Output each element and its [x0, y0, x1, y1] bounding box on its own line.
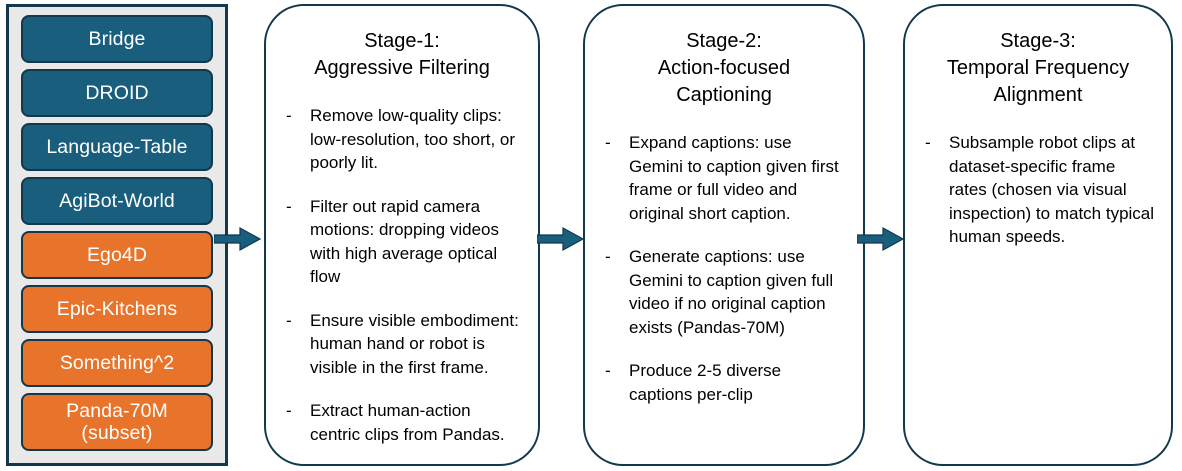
dataset-chip-epic-kitchens[interactable]: Epic-Kitchens [21, 285, 213, 333]
stage-2-bullet-list: - Expand captions: use Gemini to caption… [601, 131, 847, 406]
dataset-chip-droid[interactable]: DROID [21, 69, 213, 117]
bullet-text: Generate captions: use Gemini to caption… [629, 247, 834, 337]
bullet-marker: - [605, 133, 611, 152]
stage-3-bullet-list: - Subsample robot clips at dataset-speci… [921, 131, 1155, 249]
stage-1-title: Stage-1: Aggressive Filtering [314, 30, 490, 79]
arrow-stage2-to-stage3-icon [857, 226, 905, 252]
stage-card-1: Stage-1: Aggressive Filtering - Remove l… [264, 4, 540, 466]
bullet-marker: - [925, 133, 931, 152]
bullet-marker: - [605, 361, 611, 380]
bullet-marker: - [605, 247, 611, 266]
dataset-chip-panda-70m[interactable]: Panda-70M (subset) [21, 393, 213, 451]
dataset-list: Bridge DROID Language-Table AgiBot-World… [21, 15, 213, 451]
stage-3-title: Stage-3: Temporal Frequency Alignment [946, 30, 1130, 106]
dataset-chip-agibot-world[interactable]: AgiBot-World [21, 177, 213, 225]
bullet-marker: - [286, 106, 292, 125]
list-item: - Ensure visible embodiment: human hand … [286, 309, 522, 380]
arrow-datasets-to-stage1-icon [214, 226, 262, 252]
stage-card-3: Stage-3: Temporal Frequency Alignment - … [903, 4, 1173, 466]
stage-1-bullet-list: - Remove low-quality clips: low-resoluti… [282, 104, 522, 446]
stage-card-2: Stage-2: Action-focused Captioning - Exp… [583, 4, 865, 466]
list-item: - Remove low-quality clips: low-resoluti… [286, 104, 522, 175]
bullet-marker: - [286, 401, 292, 420]
list-item: - Extract human-action centric clips fro… [286, 399, 522, 446]
stage-2-title: Stage-2: Action-focused Captioning [657, 30, 791, 106]
arrow-stage1-to-stage2-icon [537, 226, 585, 252]
bullet-text: Extract human-action centric clips from … [310, 401, 505, 444]
bullet-text: Expand captions: use Gemini to caption g… [629, 133, 839, 223]
dataset-source-panel: Bridge DROID Language-Table AgiBot-World… [6, 4, 228, 466]
list-item: - Expand captions: use Gemini to caption… [605, 131, 847, 225]
bullet-text: Produce 2-5 diverse captions per-clip [629, 361, 782, 404]
bullet-marker: - [286, 310, 292, 330]
list-item: - Filter out rapid camera motions: dropp… [286, 195, 522, 289]
dataset-chip-something-v2[interactable]: Something^2 [21, 339, 213, 387]
bullet-text: Ensure visible embodiment: human hand or… [310, 310, 519, 377]
dataset-chip-language-table[interactable]: Language-Table [21, 123, 213, 171]
dataset-chip-bridge[interactable]: Bridge [21, 15, 213, 63]
bullet-text: Subsample robot clips at dataset-specifi… [949, 133, 1155, 246]
list-item: - Generate captions: use Gemini to capti… [605, 245, 847, 339]
list-item: - Produce 2-5 diverse captions per-clip [605, 359, 847, 406]
bullet-text: Filter out rapid camera motions: droppin… [310, 196, 500, 287]
bullet-text: Remove low-quality clips: low-resolution… [310, 106, 516, 172]
bullet-marker: - [286, 196, 292, 216]
dataset-chip-ego4d[interactable]: Ego4D [21, 231, 213, 279]
list-item: - Subsample robot clips at dataset-speci… [925, 131, 1155, 249]
